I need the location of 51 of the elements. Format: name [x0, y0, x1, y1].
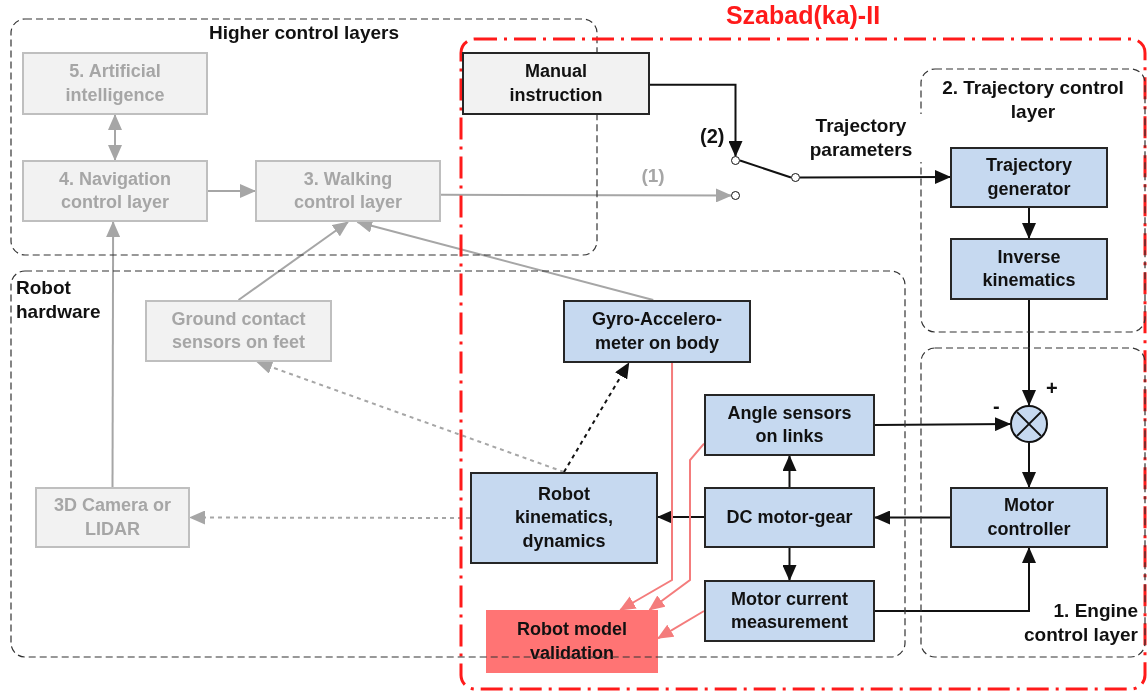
arrow — [1022, 299, 1036, 406]
process-box: 4. Navigation control layer — [22, 160, 208, 222]
group-heading: Higher control layers — [207, 21, 401, 45]
arrow — [256, 360, 565, 473]
arrow — [782, 547, 797, 581]
process-box: Manual instruction — [462, 52, 650, 115]
process-box: Inverse kinematics — [950, 238, 1108, 300]
group-heading: 2. Trajectory control layer — [941, 76, 1125, 124]
process-box: Motor controller — [950, 487, 1108, 548]
switch-contact — [791, 173, 800, 182]
system-title: Szabad(ka)-II — [724, 0, 882, 31]
arrow — [563, 362, 630, 473]
process-box: 3D Camera or LIDAR — [35, 487, 190, 548]
arrow — [1022, 207, 1036, 239]
process-box: DC motor-gear — [704, 487, 875, 548]
side-label: - — [993, 396, 1000, 416]
arrow — [237, 221, 349, 301]
process-box: Angle sensors on links — [704, 394, 875, 456]
arrow — [108, 114, 122, 161]
arrow — [440, 188, 732, 203]
process-box: Motor current measurement — [704, 580, 875, 642]
arrow — [207, 184, 256, 198]
side-label: + — [1046, 378, 1058, 398]
process-box: Trajectory generator — [950, 147, 1108, 208]
arrow — [874, 510, 951, 525]
arrow — [799, 169, 951, 184]
group-heading: Robot hardware — [16, 276, 102, 324]
switch-contact — [731, 191, 740, 200]
highlighted-box: Robot model validation — [486, 610, 658, 673]
arrow — [106, 221, 121, 488]
arrow — [1022, 442, 1036, 488]
arrow — [782, 455, 797, 488]
arrow — [648, 442, 705, 611]
side-label: (2) — [700, 126, 725, 146]
dashed-group-frame — [920, 68, 1146, 333]
process-box: 3. Walking control layer — [255, 160, 441, 222]
process-box: Ground contact sensors on feet — [145, 300, 332, 362]
arrow — [874, 547, 1036, 612]
arrow — [657, 610, 705, 640]
dashed-group-frame — [920, 347, 1146, 658]
switch-contact — [731, 156, 740, 165]
process-box: 5. Artificial intelligence — [22, 52, 208, 115]
arrow — [657, 510, 705, 524]
arrow — [649, 83, 743, 157]
group-heading: 1. Engine control layer — [1022, 599, 1138, 647]
arrow — [619, 362, 674, 611]
arrow — [189, 510, 471, 525]
process-box: Gyro-Accelero-meter on body — [563, 300, 751, 363]
arrow — [874, 417, 1011, 432]
process-box: Robot kinematics, dynamics — [470, 472, 658, 564]
summing-junction — [1010, 405, 1048, 443]
